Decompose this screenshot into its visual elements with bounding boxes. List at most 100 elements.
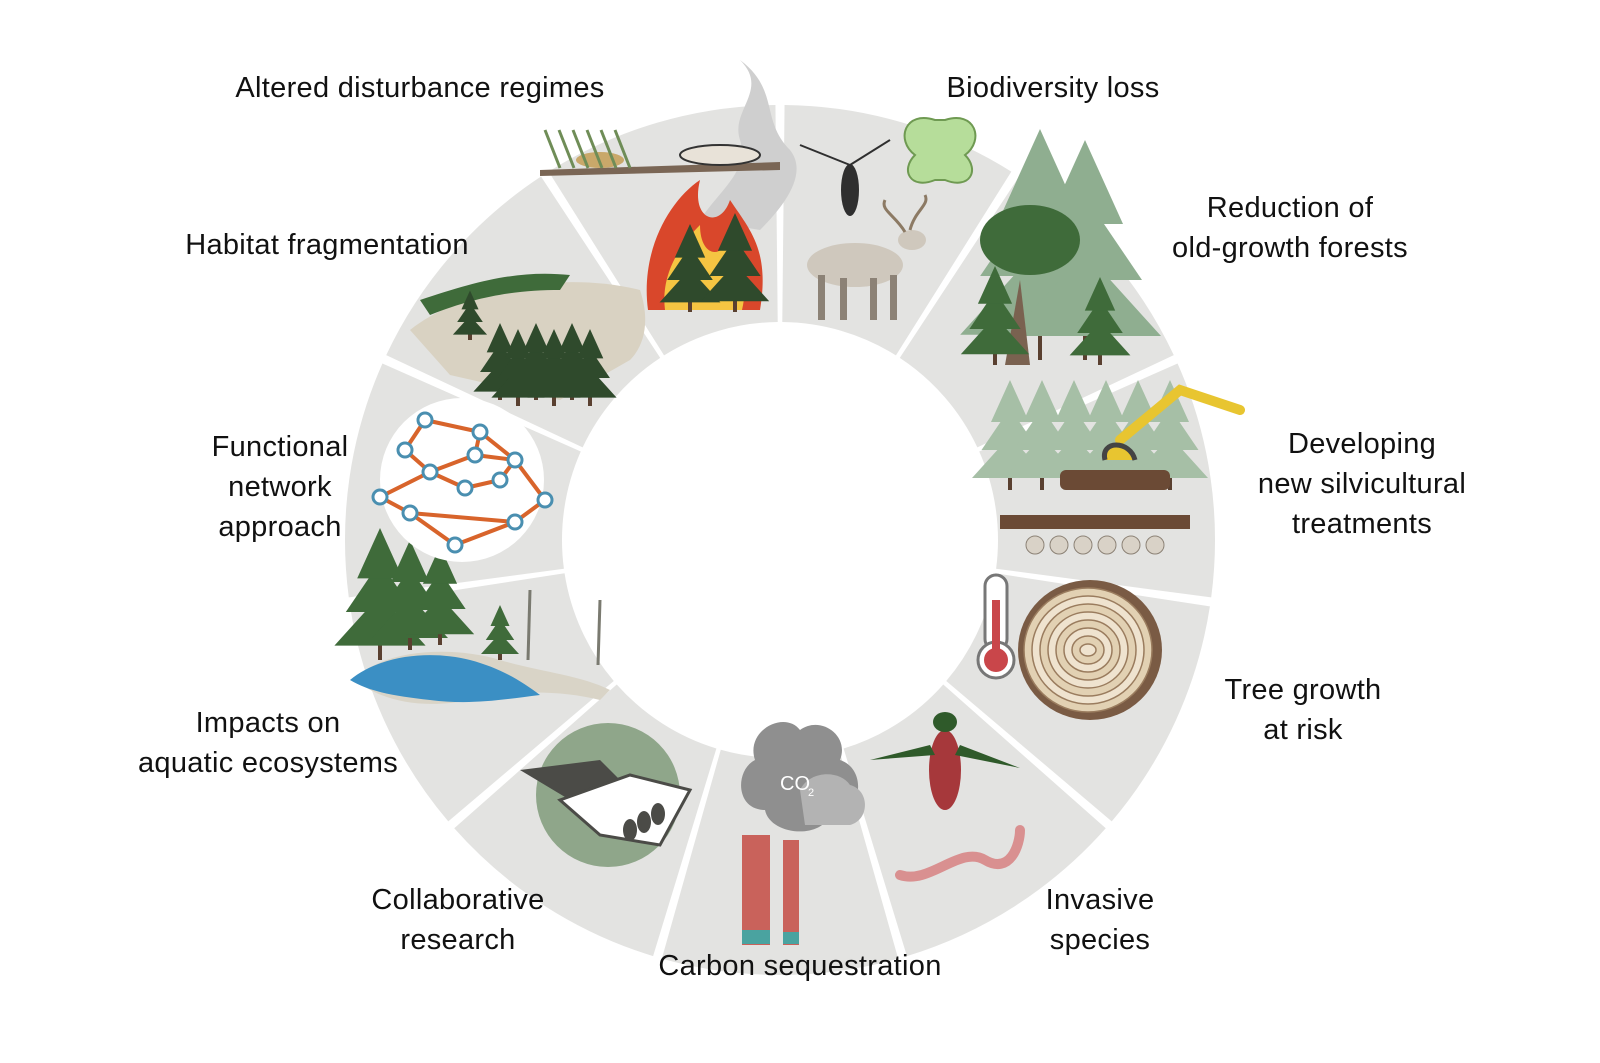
river-icon: [350, 655, 540, 703]
tree-layer: [1132, 436, 1208, 478]
tree-layer: [486, 323, 514, 353]
chimney-band: [783, 932, 799, 944]
caribou-leg: [870, 278, 877, 320]
tree-layer: [1009, 252, 1161, 336]
forest-strip-icon: [420, 273, 570, 315]
tree-layer: [576, 329, 604, 359]
tree-icon: [563, 329, 617, 406]
tree-layer: [391, 540, 429, 582]
tree-trunk: [688, 300, 692, 312]
network-node-icon: [456, 479, 474, 497]
network-node-icon: [506, 513, 524, 531]
smoke-plume: [700, 60, 797, 230]
network-node-icon: [466, 446, 484, 464]
growth-ring: [1079, 643, 1097, 657]
label-functional-network-approach: Functional network approach: [211, 431, 349, 543]
network-node-icon: [416, 411, 434, 429]
tree-layer: [659, 268, 721, 303]
tree-layer: [1087, 380, 1125, 422]
beetle-head: [933, 712, 957, 732]
log-icon: [1000, 515, 1190, 529]
co2-label: CO: [780, 773, 810, 795]
pine-needle: [613, 129, 632, 169]
tree-layer: [414, 571, 466, 609]
co2-subscript: 2: [808, 787, 814, 799]
tree-layer: [717, 213, 753, 251]
tree-layer: [1077, 299, 1123, 333]
cut-log-end: [1097, 535, 1117, 555]
caribou-icon: [807, 194, 928, 320]
tree-layer: [960, 316, 1030, 355]
tree-trunk: [1040, 475, 1044, 490]
tree-layer: [1069, 321, 1131, 356]
network-node-icon: [446, 536, 464, 554]
tree-layer: [1055, 380, 1093, 422]
ring-center: [564, 324, 996, 756]
old-tree-canopy: [980, 205, 1080, 275]
tree-trunk: [408, 635, 412, 650]
tree-layer: [558, 323, 586, 353]
label-impacts-on-aquatic-ecosystems: Impacts on aquatic ecosystems: [137, 707, 399, 779]
network-node-icon: [396, 441, 414, 459]
network-edge: [379, 470, 431, 499]
beetle-antenna: [799, 144, 851, 166]
caribou-leg: [818, 275, 825, 320]
luna-moth-icon: [903, 117, 977, 184]
network-node-icon: [506, 451, 524, 469]
log-icon: [1060, 470, 1170, 490]
pine-needle: [543, 129, 562, 169]
finger: [651, 803, 665, 825]
tree-rings-icon: [1018, 580, 1162, 720]
tree-icon: [452, 290, 488, 340]
network-edge: [454, 520, 516, 547]
tree-layer: [1047, 140, 1123, 224]
network-node-icon: [536, 491, 554, 509]
burning-tree-icon: [659, 224, 721, 312]
tree-layer: [969, 291, 1021, 329]
pine-needle: [571, 129, 590, 169]
tree-layer: [709, 238, 761, 276]
finger: [623, 819, 637, 841]
tree-trunk: [468, 333, 472, 340]
label-reduction-of-old-growth-forests: Reduction of old-growth forests: [1172, 192, 1408, 264]
beetle-wing: [955, 745, 1020, 768]
tree-trunk: [588, 395, 592, 406]
label-biodiversity-loss: Biodiversity loss: [946, 72, 1160, 104]
pine-needle: [599, 129, 618, 169]
tree-layer: [570, 348, 610, 378]
burning-tree-icon: [700, 213, 770, 312]
caribou-body: [807, 243, 903, 287]
handshake-white-hand-icon: [557, 773, 693, 847]
tree-layer: [422, 546, 458, 584]
pine-needle: [585, 129, 604, 169]
chimney-icon: [783, 840, 799, 945]
beetle-wing: [870, 745, 935, 760]
harvester-grapple-icon: [1102, 442, 1138, 461]
tree-trunk: [733, 298, 737, 312]
label-collaborative-research: Collaborative research: [371, 884, 545, 956]
chimney-icon: [742, 835, 770, 945]
tree-layer: [481, 633, 519, 654]
label-habitat-fragmentation: Habitat fragmentation: [185, 229, 469, 261]
tree-layer: [452, 315, 488, 335]
pine-needle: [557, 129, 576, 169]
tree-layer: [457, 303, 483, 322]
cut-log-end: [1049, 535, 1069, 555]
tree-icon: [960, 266, 1030, 365]
tree-layer: [1084, 277, 1116, 311]
network-node-icon: [371, 488, 389, 506]
tree-layer: [485, 619, 515, 640]
network-node-icon: [401, 504, 419, 522]
smoke-cloud: [800, 774, 865, 825]
tree-trunk: [1098, 353, 1102, 365]
tree-trunk: [993, 351, 997, 365]
network-node-icon: [471, 423, 489, 441]
tree-icon: [1069, 277, 1131, 365]
ring-illustrations: CO2: [334, 60, 1245, 945]
tree-layer: [405, 596, 475, 635]
label-tree-growth-at-risk: Tree growth at risk: [1224, 674, 1382, 746]
tree-layer: [490, 605, 510, 626]
label-carbon-sequestration: Carbon sequestration: [658, 950, 942, 982]
caribou-antlers: [882, 194, 928, 233]
